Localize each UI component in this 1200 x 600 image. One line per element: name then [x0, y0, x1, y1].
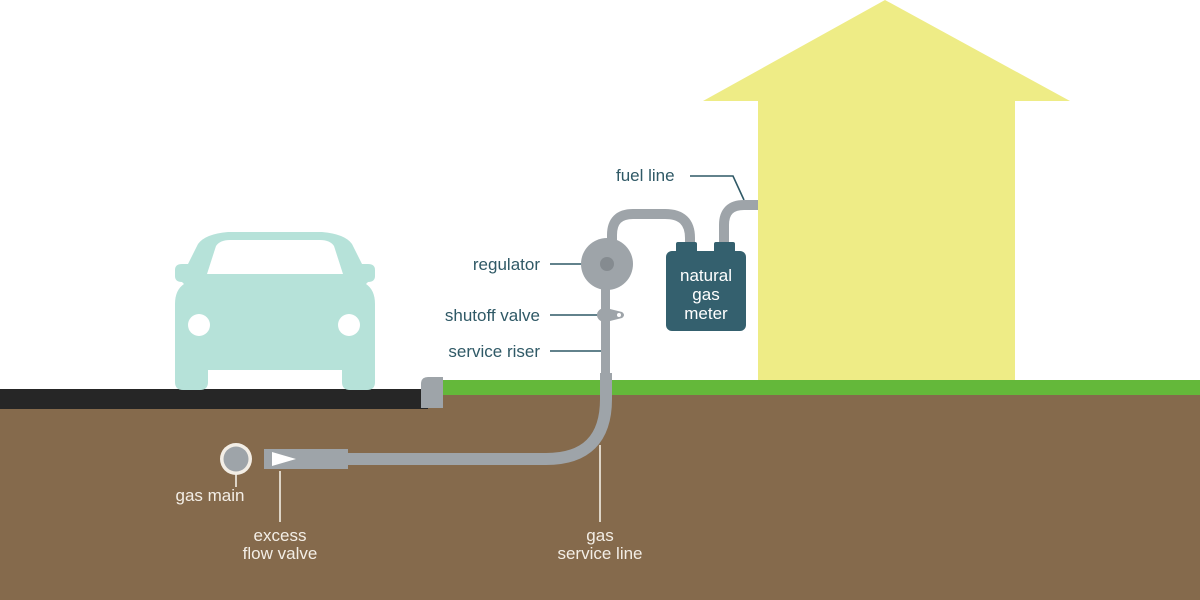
car [175, 232, 375, 390]
curb [421, 377, 443, 408]
grass [443, 380, 1200, 395]
underground-leader-lines [235, 445, 601, 522]
regulator-pipe [607, 209, 695, 252]
label-gas-main: gas main [175, 486, 245, 505]
label-regulator: regulator [472, 255, 540, 274]
flow-arrow-icon [272, 452, 296, 466]
label-service-riser: service riser [448, 342, 540, 361]
house [703, 0, 1070, 385]
road [0, 389, 428, 409]
label-fuel-line: fuel line [616, 166, 675, 185]
leader-lines [550, 175, 745, 352]
gas-service-line [264, 373, 612, 469]
label-excess-flow-valve: excess flow valve [242, 526, 318, 563]
shutoff-valve [597, 308, 624, 322]
service-riser [601, 272, 610, 380]
meter-label: natural gas meter [680, 266, 732, 323]
fuel-line-pipe [719, 200, 758, 252]
gas-main-pipe [220, 443, 252, 475]
regulator [581, 238, 633, 290]
label-shutoff-valve: shutoff valve [444, 306, 540, 325]
label-gas-service-line: gas service line [557, 526, 643, 563]
gas-meter [666, 242, 746, 331]
